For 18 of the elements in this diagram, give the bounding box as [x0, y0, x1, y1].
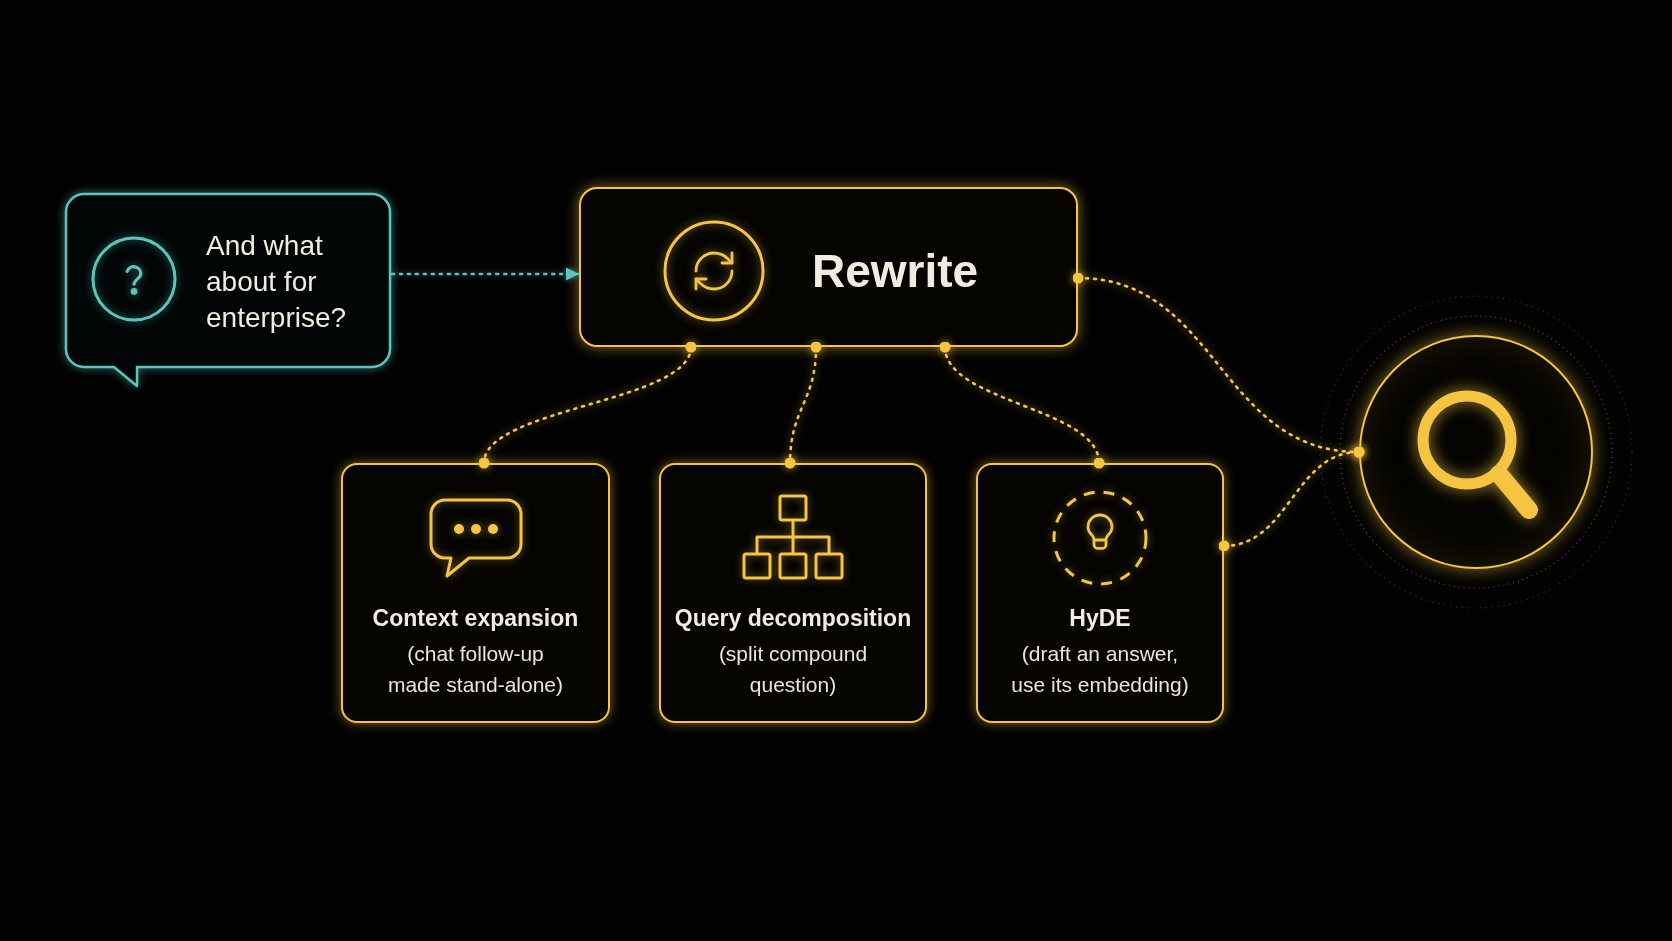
- method-card: [659, 463, 927, 723]
- card-title: HyDE: [1069, 604, 1131, 633]
- card-description: (chat follow-up made stand-alone): [386, 641, 565, 698]
- card-title: Query decomposition: [674, 604, 912, 633]
- card-title: Context expansion: [372, 604, 579, 633]
- connector: [478, 341, 697, 469]
- speech-bubble: [64, 192, 392, 388]
- connector: [390, 267, 581, 281]
- card-description: (split compound question): [717, 641, 869, 698]
- card-description: (draft an answer, use its embedding): [1010, 641, 1190, 698]
- process-title: Rewrite: [812, 244, 979, 299]
- connector: [1218, 446, 1365, 552]
- process-box: [579, 187, 1078, 347]
- method-card: [976, 463, 1224, 723]
- method-card: [341, 463, 610, 723]
- connector: [784, 341, 822, 469]
- question-text: And what about for enterprise?: [206, 229, 348, 335]
- connector: [939, 341, 1105, 469]
